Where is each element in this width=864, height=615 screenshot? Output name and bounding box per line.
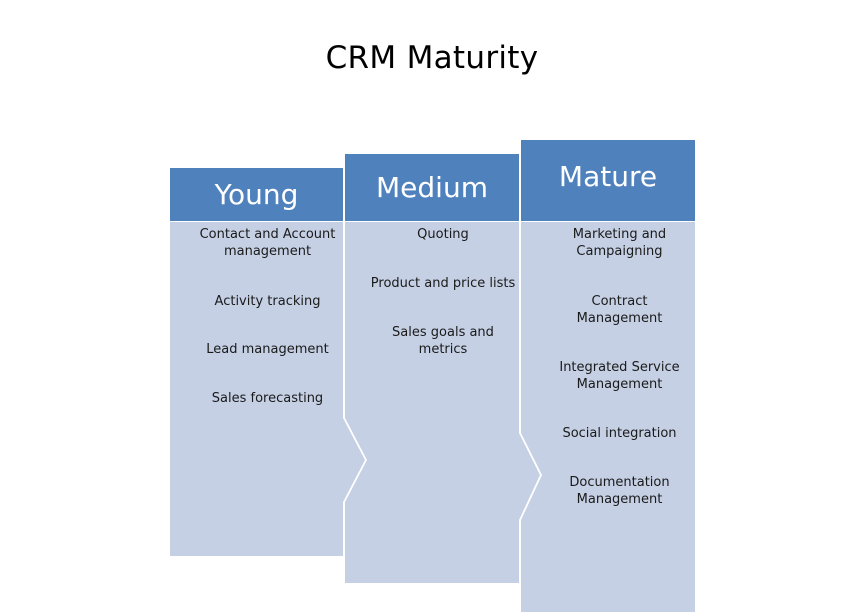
- column-medium-header: Medium: [376, 171, 488, 204]
- list-item: Product and price lists: [370, 276, 516, 291]
- list-item: Marketing and Campaigning: [572, 227, 667, 259]
- column-mature-header: Mature: [558, 160, 658, 193]
- list-item: Integrated Service Management: [559, 360, 680, 392]
- column-medium-body: [345, 222, 540, 583]
- column-young-header: Young: [214, 178, 299, 211]
- column-mature-body: [521, 222, 695, 612]
- column-medium-header-bar: [345, 154, 519, 221]
- list-item: Quoting: [417, 227, 469, 242]
- list-item: Social integration: [562, 426, 677, 441]
- list-item: Contract Management: [576, 294, 663, 326]
- list-item: Sales goals and metrics: [392, 325, 494, 357]
- list-item: Lead management: [206, 342, 329, 357]
- list-item: Documentation Management: [569, 475, 670, 507]
- diagram-title: CRM Maturity: [325, 40, 539, 76]
- column-young-body: [170, 222, 365, 556]
- column-young-header-bar: [170, 168, 343, 221]
- list-item: Sales forecasting: [211, 391, 324, 406]
- list-item: Activity tracking: [214, 294, 321, 309]
- list-item: Contact and Account management: [199, 227, 336, 259]
- column-mature-header-bar: [521, 140, 695, 221]
